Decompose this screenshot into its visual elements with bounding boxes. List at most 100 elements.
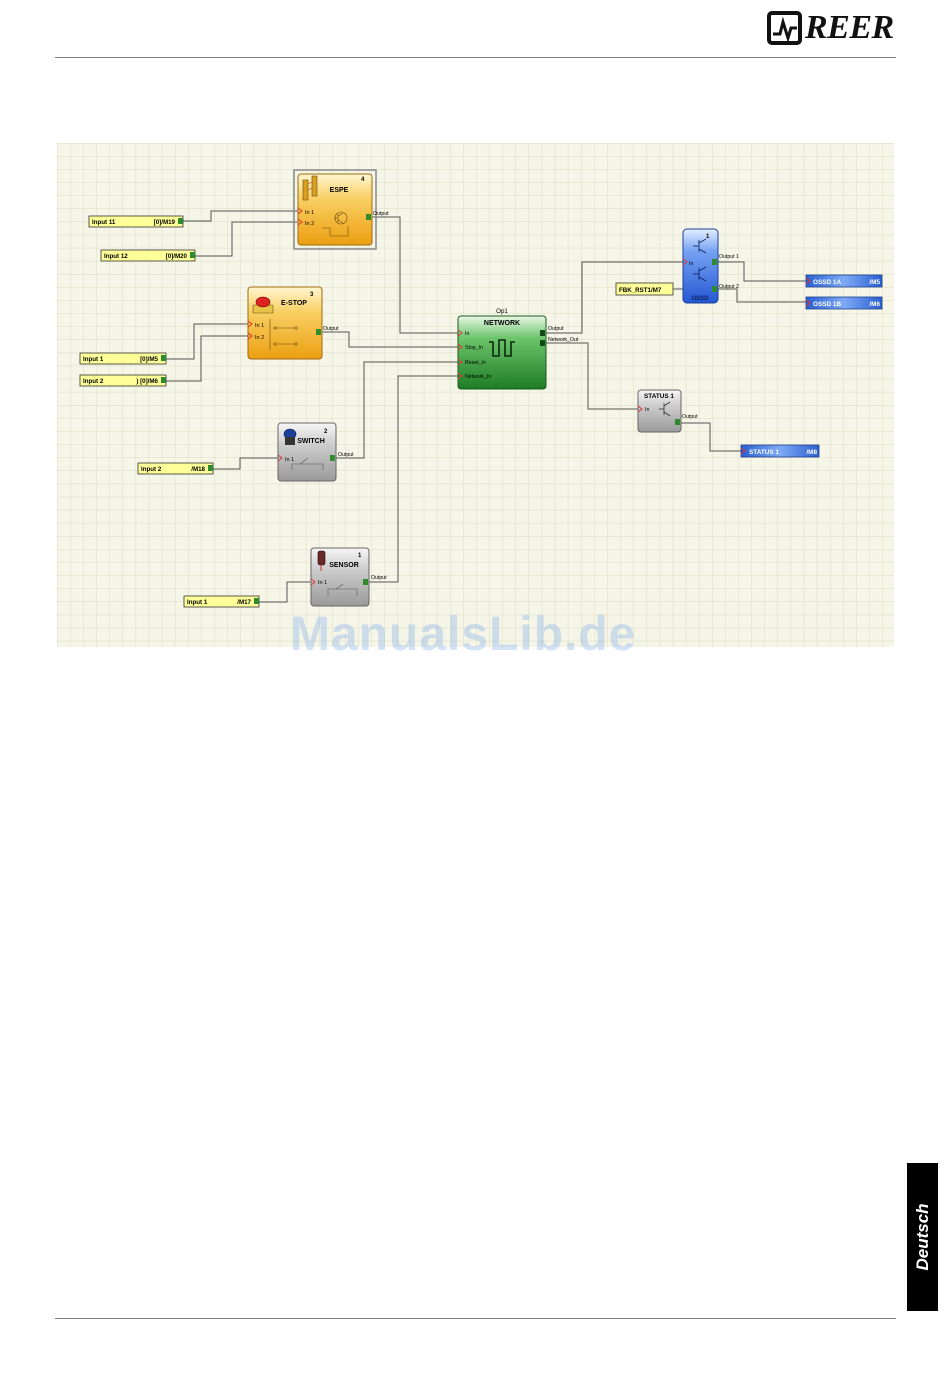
input-port-icon <box>457 329 463 380</box>
port-label: Output <box>338 452 354 458</box>
status-block[interactable]: STATUS 1 In Output <box>637 389 698 433</box>
output-tag-code: /M6 <box>869 301 880 308</box>
input-tag-code: [0]/M5 <box>140 356 158 363</box>
sensor-icon <box>317 550 326 571</box>
input-tag-label: Input 1 <box>187 599 208 606</box>
output-tag-label: OSSD 1A <box>813 279 841 286</box>
output-port[interactable] <box>540 330 545 336</box>
port-label: Output <box>548 326 564 332</box>
estop-block[interactable]: E-STOP 3 In 1 In 2 Output <box>247 286 339 360</box>
wires <box>165 210 808 603</box>
switch-block[interactable]: SWITCH 2 In 1 Output <box>277 422 354 482</box>
feedback-input-tag[interactable]: FBK_RST1/M7 <box>615 282 674 296</box>
transistor-icon <box>322 211 349 237</box>
port-label: Network_In <box>465 374 491 380</box>
output-tag[interactable]: STATUS 1 /M8 <box>740 444 820 458</box>
output-tag-code: /M5 <box>869 279 880 286</box>
contact-icon <box>269 319 298 350</box>
input-tag-code: [0]/M20 <box>166 253 188 260</box>
port-label: Output <box>682 414 698 420</box>
watermark: ManualsLib.de <box>290 608 637 661</box>
block-title: NETWORK <box>484 320 520 327</box>
emergency-stop-icon <box>252 296 274 314</box>
network-block[interactable]: Op1 NETWORK In Stop_In Reset_In Network_… <box>457 308 579 390</box>
espe-block[interactable]: ESPE 4 In 1 In 2 Output <box>293 169 389 250</box>
port-label: Output 2 <box>719 284 739 290</box>
port-label: Output <box>323 326 339 332</box>
header-rule <box>55 57 896 58</box>
network-signal-icon <box>489 339 515 357</box>
port-label: In 1 <box>285 457 294 463</box>
block-number: 1 <box>358 553 362 559</box>
port-label: In <box>645 407 649 413</box>
block-number: 3 <box>310 292 314 298</box>
port-label: In 1 <box>318 580 327 586</box>
contact-icon <box>327 583 358 596</box>
output-port[interactable] <box>366 214 371 220</box>
input-tag-label: Input 11 <box>92 219 116 226</box>
input-port-icon <box>682 258 688 266</box>
block-title: SENSOR <box>329 562 359 569</box>
brand-name: REER <box>805 9 894 46</box>
output-tag[interactable]: OSSD 1B /M6 <box>805 296 883 310</box>
block-title: SWITCH <box>297 438 325 445</box>
sensor-block[interactable]: SENSOR 1 In 1 Output <box>310 547 387 607</box>
port-label: In <box>465 331 469 337</box>
input-tag[interactable]: Input 2 ) [0]/M6 <box>79 374 167 387</box>
input-tag[interactable]: Input 2 /M18 <box>137 462 214 475</box>
port-label: Stop_In <box>465 345 483 351</box>
light-curtain-icon <box>302 175 318 201</box>
transistor-icon <box>659 401 671 417</box>
port-label: Output 1 <box>719 254 739 260</box>
port-label: In <box>689 261 693 267</box>
port-label: Reset_In <box>465 360 486 366</box>
reer-logo: REER <box>767 8 899 48</box>
output-port[interactable] <box>675 419 680 425</box>
input-tag-code: [0]/M19 <box>154 219 176 226</box>
input-tag-label: Input 2 <box>83 378 104 385</box>
input-tag-label: FBK_RST1/M7 <box>619 287 662 294</box>
input-tag[interactable]: Input 11 [0]/M19 <box>88 215 184 228</box>
transistor-icon <box>693 238 707 282</box>
port-label: In 2 <box>305 221 314 227</box>
block-caption: Op1 <box>496 308 508 315</box>
ossd-block[interactable]: 1 In Output 1 Output 2 OSSD <box>682 228 739 304</box>
input-tag-label: Input 1 <box>83 356 104 363</box>
output-port[interactable] <box>316 329 321 335</box>
input-port-icon <box>277 454 283 462</box>
output-tag-label: OSSD 1B <box>813 301 841 308</box>
block-number: 4 <box>361 177 365 183</box>
input-port-icon <box>637 405 643 413</box>
input-tag-label: Input 12 <box>104 253 128 260</box>
input-tag-code: /M17 <box>237 599 251 606</box>
block-number: 2 <box>324 429 328 435</box>
input-port-icon <box>310 578 316 586</box>
output-port[interactable] <box>540 340 545 346</box>
input-tag[interactable]: Input 12 [0]/M20 <box>100 249 196 262</box>
pushbutton-icon <box>283 428 297 445</box>
input-tag[interactable]: Input 1 [0]/M5 <box>79 352 167 365</box>
input-tag-code: ) [0]/M6 <box>136 378 158 385</box>
output-port[interactable] <box>363 579 368 585</box>
diagram-grid <box>57 143 894 647</box>
block-title: ESPE <box>330 187 349 194</box>
output-tag-code: /M8 <box>806 449 817 456</box>
contact-icon <box>291 457 324 470</box>
output-port[interactable] <box>712 259 717 265</box>
output-port[interactable] <box>330 455 335 461</box>
port-label: Output <box>371 575 387 581</box>
reer-logo-icon <box>767 11 802 45</box>
footer-rule <box>55 1318 896 1319</box>
input-tag[interactable]: Input 1 /M17 <box>183 595 260 608</box>
output-port[interactable] <box>712 286 717 292</box>
input-tag-code: /M18 <box>191 466 205 473</box>
block-title: STATUS 1 <box>644 393 674 400</box>
output-tag[interactable]: OSSD 1A /M5 <box>805 274 883 288</box>
port-label: In 2 <box>255 335 264 341</box>
block-number: 1 <box>706 234 710 240</box>
selection-frame <box>293 169 377 250</box>
language-label: Deutsch <box>912 1203 932 1271</box>
output-tag-label: STATUS 1 <box>749 449 779 456</box>
language-tab: Deutsch <box>907 1163 938 1311</box>
